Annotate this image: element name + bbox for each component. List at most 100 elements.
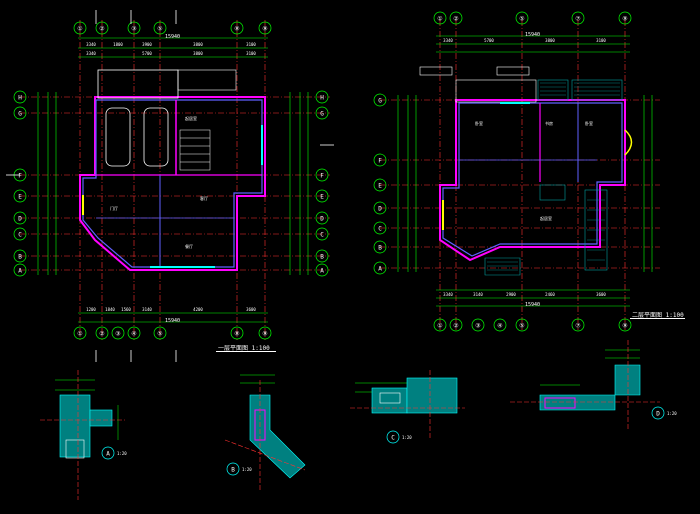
right-bottom-axis-1-label: ②	[453, 323, 458, 330]
left-left-axis-0-circle	[13, 90, 27, 104]
left-bottom-dim-4: 4200	[193, 307, 203, 312]
detail-marker-a-circle	[101, 446, 115, 460]
svg-text:卧室: 卧室	[475, 120, 483, 126]
right-top-axis-3-label: ⑦	[575, 16, 580, 23]
left-bottom-dim-2: 1560	[121, 307, 131, 312]
left-right-axis-2-circle	[315, 168, 329, 182]
right-bottom-axis-2-circle	[471, 318, 485, 332]
right-left-axis-0-circle	[373, 93, 387, 107]
left-bottom-axis-1-circle	[95, 326, 109, 340]
detail-scale-b: 1:20	[242, 467, 252, 472]
right-bottom-axis-0-label: ①	[437, 323, 442, 330]
right-bottom-axis-2-label: ③	[475, 323, 480, 330]
right-top-axis-1-circle	[449, 11, 463, 25]
right-top-total-dim: 15940	[525, 32, 541, 38]
detail-scale-c: 1:20	[402, 435, 412, 440]
right-left-axis-0-label: G	[378, 98, 382, 105]
right-bottom-dim-0: 3340	[443, 292, 453, 297]
right-left-axis-3-circle	[373, 201, 387, 215]
left-right-axis-1-label: G	[320, 111, 324, 118]
first-floor-title-underline	[216, 351, 276, 352]
right-top-axis-1-label: ②	[453, 16, 458, 23]
right-top-dim-2: 3800	[545, 38, 555, 43]
left-right-axis-0-label: H	[320, 95, 324, 102]
left-right-axis-6-circle	[315, 249, 329, 263]
left-left-axis-6-circle	[13, 249, 27, 263]
left-bottom-axis-6-label: ⑨	[262, 331, 267, 338]
left-top-axis-1-circle	[95, 21, 109, 35]
detail-d	[510, 340, 660, 430]
left-left-axis-1-circle	[13, 106, 27, 120]
left-right-axis-7-circle	[315, 263, 329, 277]
first-floor-plan-title: 一层平面图 1:100	[218, 343, 270, 352]
right-top-axis-0-label: ①	[437, 16, 442, 23]
left-bottom-dim-5: 3600	[246, 307, 256, 312]
svg-text:门厅: 门厅	[110, 205, 118, 211]
left-top-dimensions	[37, 37, 309, 323]
left-axis-grid	[20, 20, 330, 340]
second-floor-plan-title: 二层平面图 1:100	[632, 310, 684, 319]
right-bottom-axis-4-label: ⑤	[519, 323, 524, 330]
left-top-total-dim: 15940	[165, 34, 181, 40]
left-top-axis-5-circle	[258, 21, 272, 35]
right-bottom-axis-0-circle	[433, 318, 447, 332]
detail-marker-a-label: A	[106, 451, 110, 458]
left-top-dim1-2: 3900	[142, 42, 152, 47]
left-top-axis-4-label: ⑧	[234, 26, 239, 33]
left-left-axis-3-label: E	[18, 194, 22, 201]
left-bottom-axis-3-circle	[127, 326, 141, 340]
first-floor-scale-text: 1:100	[251, 345, 270, 352]
left-left-axis-2-label: F	[18, 173, 22, 180]
detail-marker-b-label: B	[231, 467, 235, 474]
left-right-axis-4-label: D	[320, 216, 324, 223]
left-left-axis-1-label: G	[18, 111, 22, 118]
right-left-axis-1-circle	[373, 153, 387, 167]
right-left-axis-6-label: A	[378, 266, 382, 273]
left-bottom-axis-6-circle	[258, 326, 272, 340]
right-left-axis-1-label: F	[378, 158, 382, 165]
left-bottom-axis-0-circle	[73, 326, 87, 340]
svg-text:卧室: 卧室	[585, 120, 593, 126]
left-left-axis-4-label: D	[18, 216, 22, 223]
detail-marker-d-label: D	[656, 411, 660, 418]
right-dimensions	[397, 35, 653, 307]
second-floor-title-underline	[630, 318, 685, 319]
svg-text:起居室: 起居室	[540, 215, 552, 221]
right-axis-grid	[380, 20, 660, 330]
detail-b	[224, 374, 306, 490]
left-bottom-axis-0-label: ①	[77, 331, 82, 338]
left-left-axis-7-label: A	[18, 268, 22, 275]
left-left-axis-0-label: H	[18, 95, 22, 102]
left-top-axis-2-label: ③	[131, 26, 136, 33]
right-bottom-axis-6-circle	[618, 318, 632, 332]
left-right-axis-4-circle	[315, 211, 329, 225]
second-floor-scale-text: 1:100	[665, 312, 684, 319]
left-top-axis-1-label: ②	[99, 26, 104, 33]
right-left-axis-4-circle	[373, 221, 387, 235]
left-top-axis-3-label: ⑤	[157, 26, 162, 33]
left-right-axis-6-label: B	[320, 254, 324, 261]
right-top-dim-3: 3100	[596, 38, 606, 43]
left-top-axis-0-circle	[73, 21, 87, 35]
right-bottom-axis-6-label: ⑨	[622, 323, 627, 330]
left-bottom-axis-4-circle	[153, 326, 167, 340]
left-left-axis-7-circle	[13, 263, 27, 277]
right-bottom-total-dim: 15940	[525, 302, 541, 308]
left-bottom-dim-3: 3140	[142, 307, 152, 312]
left-top-dim1-4: 3100	[246, 42, 256, 47]
left-right-axis-5-label: C	[320, 232, 324, 239]
detail-scale-a: 1:20	[117, 451, 127, 456]
svg-text:书房: 书房	[545, 120, 553, 126]
left-top-axis-2-circle	[127, 21, 141, 35]
left-left-axis-6-label: B	[18, 254, 22, 261]
detail-marker-c-label: C	[391, 435, 395, 442]
left-top-dim1-1: 1800	[113, 42, 123, 47]
left-right-axis-1-circle	[315, 106, 329, 120]
